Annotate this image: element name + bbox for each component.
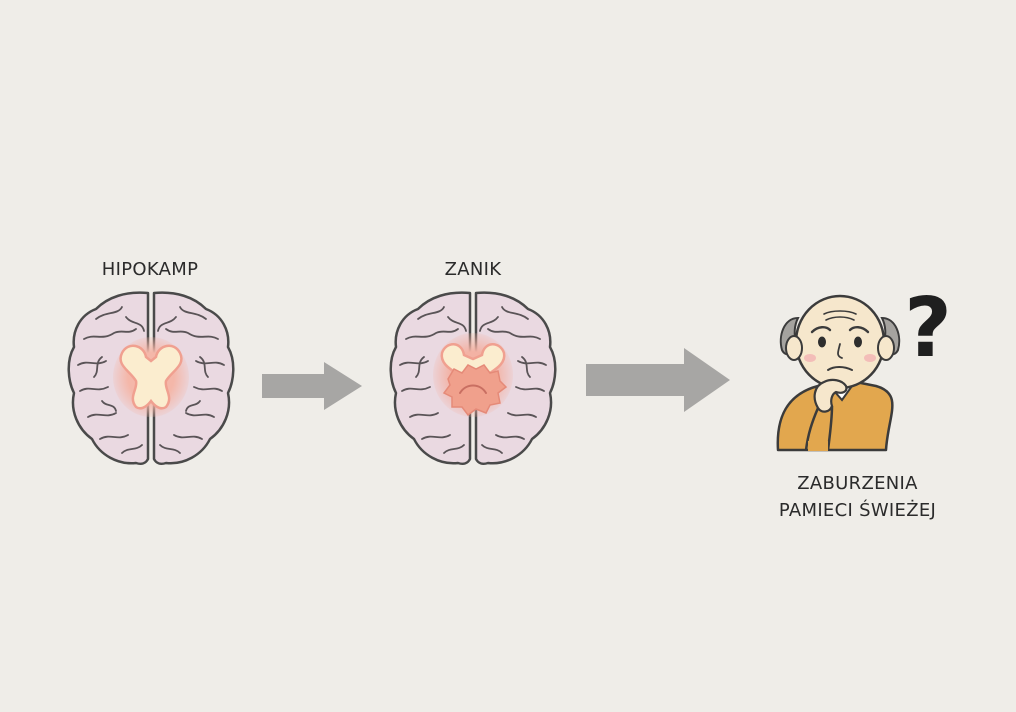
brain-hippocampus-icon [67,291,235,466]
outcome-label: ZABURZENIA PAMIECI ŚWIEŻEJ [750,470,965,524]
atrophy-label: ZANIK [444,259,502,280]
confused-elderly-man-icon [776,294,901,452]
brain-atrophy-icon [389,291,557,466]
hippocampus-label: HIPOKAMP [101,259,199,280]
arrow-right-icon [262,362,362,410]
question-mark-icon: ? [904,281,952,376]
arrow-right-icon [586,348,730,412]
question-mark-glyph: ? [904,281,952,376]
outcome-label-line-2: PAMIECI ŚWIEŻEJ [778,500,937,521]
outcome-label-line-1: ZABURZENIA [797,473,918,494]
